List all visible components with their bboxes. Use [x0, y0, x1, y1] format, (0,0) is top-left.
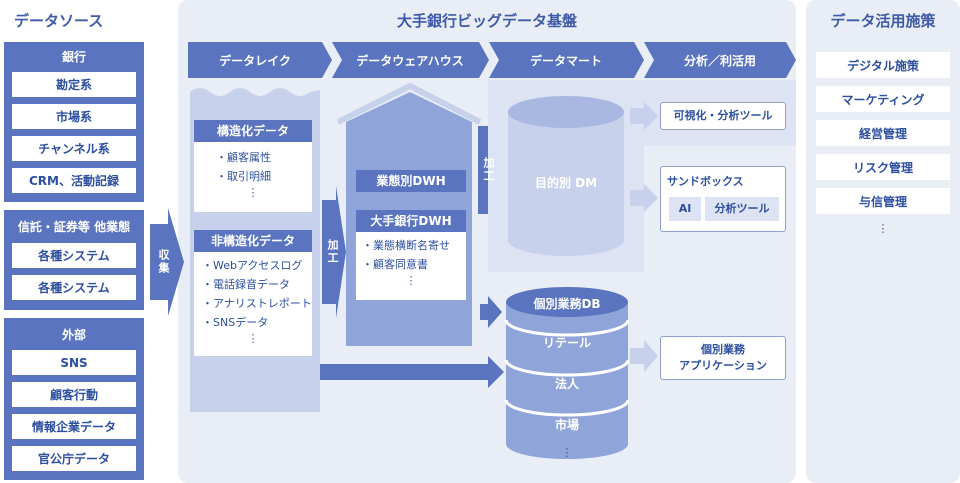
source-item: SNS: [12, 350, 136, 375]
stage-use-label: 分析／利活用: [683, 53, 756, 68]
center-title: 大手銀行ビッグデータ基盤: [396, 12, 577, 30]
stage-lake-label: データレイク: [219, 53, 291, 68]
source-group-bank: 銀行 勘定系 市場系 チャンネル系 CRM、活動記録: [4, 42, 144, 202]
sandbox-item-ai: AI: [669, 197, 701, 221]
stage-arrow-dwh: [332, 42, 489, 78]
app-line-2: アプリケーション: [679, 359, 767, 372]
arrow-lake-to-db: [320, 356, 504, 388]
bank-dwh-more: ⋮: [405, 274, 417, 287]
arrow-dwh-to-db: [480, 296, 502, 328]
structured-item: ・顧客属性: [216, 151, 271, 164]
viz-tool-box: 可視化・分析ツール: [660, 102, 786, 130]
source-group-trust-title: 信託・証券等 他業態: [17, 220, 131, 234]
measure-item: 経営管理: [816, 120, 950, 146]
db-item-market: 市場: [554, 418, 579, 432]
bank-dwh-item: ・顧客同意書: [362, 258, 428, 271]
measure-item: 与信管理: [816, 188, 950, 214]
db-more: ⋮: [561, 446, 573, 459]
source-group-external: 外部 SNS 顧客行動 情報企業データ 官公庁データ: [4, 318, 144, 480]
stage-arrow-dm: [489, 42, 644, 78]
unstructured-item: ・SNSデータ: [202, 316, 269, 329]
source-item: 勘定系: [12, 72, 136, 97]
bank-dwh-box: 大手銀行DWH ・業態横断名寄せ ・顧客同意書 ⋮: [356, 210, 466, 300]
db-item-corporate: 法人: [554, 377, 579, 391]
measure-item: デジタル施策: [816, 52, 950, 78]
source-item: CRM、活動記録: [12, 168, 136, 193]
structured-data-title: 構造化データ: [194, 120, 312, 142]
measure-item: リスク管理: [816, 154, 950, 180]
right-panel: [806, 0, 960, 483]
bank-dwh-item: ・業態横断名寄せ: [362, 239, 450, 252]
source-item: 市場系: [12, 104, 136, 129]
process-label-2: 加工: [482, 157, 495, 183]
dm-label: 目的別 DM: [534, 176, 598, 190]
structured-more: ⋮: [247, 186, 259, 199]
unstructured-data-title: 非構造化データ: [194, 230, 312, 252]
collect-label: 収集: [157, 249, 170, 275]
app-line-1: 個別業務: [701, 343, 745, 356]
left-title: データソース: [14, 12, 104, 30]
sandbox-title: サンドボックス: [667, 175, 744, 188]
measure-more: ⋮: [877, 222, 889, 235]
arrow-to-sandbox: [630, 184, 658, 212]
db-item-retail: リテール: [542, 336, 591, 350]
source-item: 情報企業データ: [12, 414, 136, 439]
source-item: 顧客行動: [12, 382, 136, 407]
structured-item: ・取引明細: [216, 170, 271, 183]
source-group-external-title: 外部: [61, 328, 86, 342]
unstructured-item: ・アナリストレポート: [202, 297, 312, 310]
source-item: 各種システム: [12, 275, 136, 300]
app-box: 個別業務 アプリケーション: [660, 336, 786, 380]
unstructured-item: ・Webアクセスログ: [202, 259, 303, 272]
collect-arrow: [150, 208, 184, 316]
right-title: データ活用施策: [830, 12, 936, 30]
biz-dwh-box: 業態別DWH: [356, 170, 466, 192]
source-item: 各種システム: [12, 243, 136, 268]
sandbox-box: サンドボックス AI 分析ツール: [660, 166, 786, 232]
stage-arrow-lake: [188, 42, 332, 78]
unstructured-item: ・電話録音データ: [202, 278, 290, 291]
source-item: 官公庁データ: [12, 446, 136, 471]
source-group-bank-title: 銀行: [61, 50, 86, 64]
sandbox-item-tool: 分析ツール: [705, 197, 779, 221]
process-arrow-1: [322, 186, 346, 318]
bank-dwh-title: 大手銀行DWH: [356, 210, 466, 232]
stage-dwh-label: データウェアハウス: [356, 53, 464, 68]
source-item: チャンネル系: [12, 136, 136, 161]
process-label-1: 加工: [326, 239, 339, 265]
arrow-to-viz: [630, 102, 658, 130]
measure-item: マーケティング: [816, 86, 950, 112]
unstructured-more: ⋮: [247, 332, 259, 345]
source-group-trust: 信託・証券等 他業態 各種システム 各種システム: [4, 210, 144, 310]
arrow-to-app: [630, 340, 658, 372]
stage-dm-label: データマート: [529, 53, 602, 68]
dwh-roof-line: [336, 82, 482, 125]
stage-arrow-use: [644, 42, 796, 78]
structured-data-box: 構造化データ ・顧客属性 ・取引明細 ⋮: [194, 120, 312, 212]
db-title: 個別業務DB: [533, 297, 601, 311]
unstructured-data-box: 非構造化データ ・Webアクセスログ ・電話録音データ ・アナリストレポート ・…: [194, 230, 312, 356]
